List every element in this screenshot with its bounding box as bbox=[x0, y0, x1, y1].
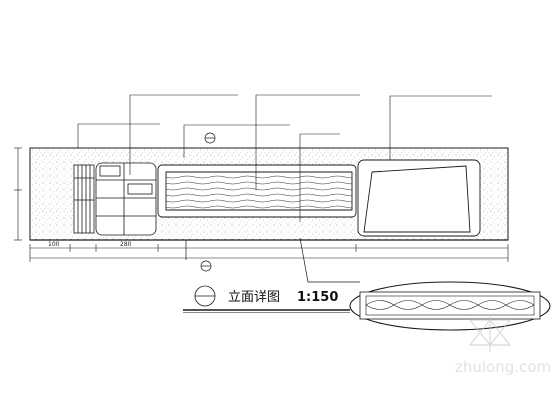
dimension-labels: 100 280 bbox=[48, 241, 132, 248]
detail-leader bbox=[299, 237, 360, 283]
wall-elevation bbox=[29, 147, 509, 241]
section-marker-bottom bbox=[185, 240, 212, 272]
callout-leaders bbox=[77, 94, 404, 222]
dim-label-1: 100 bbox=[48, 241, 60, 248]
detail-ellipse bbox=[349, 281, 551, 331]
drawing-scale: 1:150 bbox=[297, 290, 338, 305]
dim-label-2: 280 bbox=[120, 241, 132, 248]
detail-callout bbox=[349, 281, 551, 331]
right-recess bbox=[357, 159, 481, 237]
dimension-lines bbox=[14, 147, 509, 262]
callout-underlines bbox=[100, 94, 492, 135]
watermark-logo-icon bbox=[468, 315, 512, 352]
section-marker-top bbox=[204, 132, 216, 144]
watermark-text: zhulong.com bbox=[455, 358, 551, 376]
drawing-title: 立面详图 bbox=[228, 290, 280, 305]
title-block: 立面详图 1:150 bbox=[183, 285, 350, 313]
watermark: zhulong.com bbox=[455, 315, 551, 376]
slat-panel bbox=[73, 164, 95, 234]
wood-grain-panel bbox=[157, 164, 357, 218]
shelf-unit bbox=[95, 162, 157, 236]
